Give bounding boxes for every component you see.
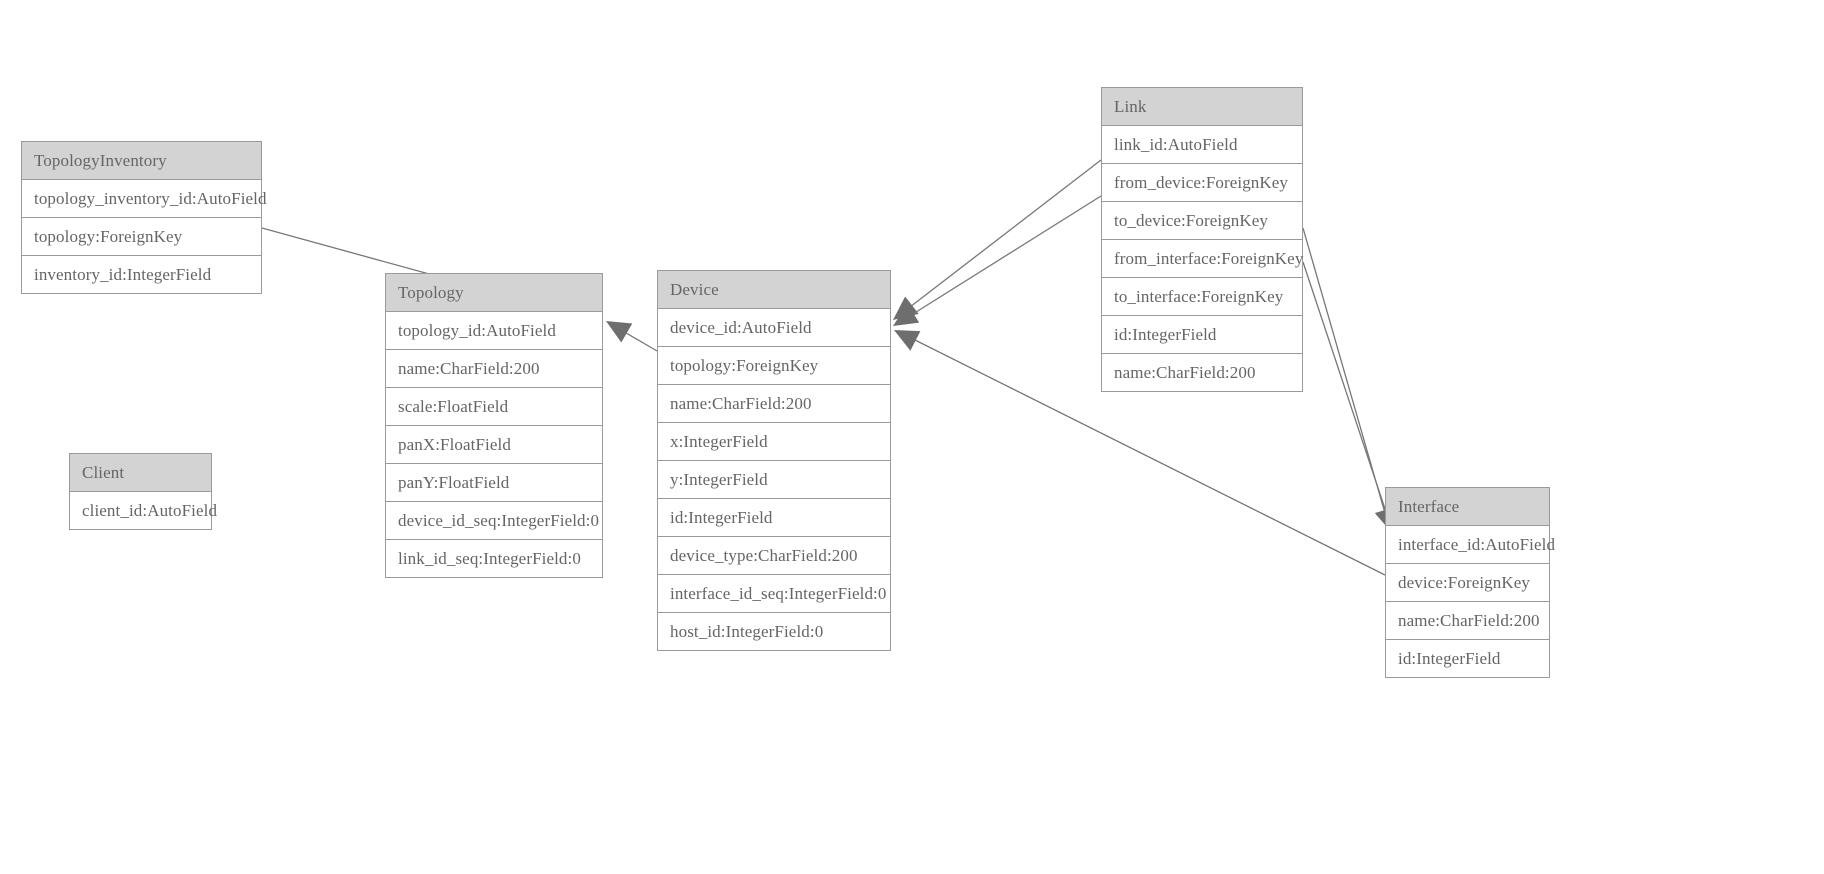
entity-field: device_id_seq:IntegerField:0 [386, 502, 602, 540]
relationship-line [1302, 227, 1390, 528]
entity-field: name:CharField:200 [1386, 602, 1549, 640]
entity-field: interface_id:AutoField [1386, 526, 1555, 564]
entity-field: client_id:AutoField [70, 492, 217, 529]
relationship-line [1302, 261, 1392, 528]
entity-field: topology_id:AutoField [386, 312, 602, 350]
entity-title-client: Client [70, 454, 211, 492]
entity-field: topology_inventory_id:AutoField [22, 180, 266, 218]
relationship-link-from_device [893, 159, 1102, 320]
entity-field: link_id_seq:IntegerField:0 [386, 540, 602, 577]
entity-field: topology:ForeignKey [22, 218, 261, 256]
entity-title-interface: Interface [1386, 488, 1549, 526]
entity-title-link: Link [1102, 88, 1302, 126]
entity-field: name:CharField:200 [1102, 354, 1302, 391]
entity-field: scale:FloatField [386, 388, 602, 426]
relationship-device-topology [606, 321, 658, 352]
relationship-line [896, 195, 1102, 325]
entity-field: from_interface:ForeignKey [1102, 240, 1303, 278]
entity-title-device: Device [658, 271, 890, 309]
entity-field: link_id:AutoField [1102, 126, 1302, 164]
entity-field: device_type:CharField:200 [658, 537, 890, 575]
entity-field: id:IntegerField [658, 499, 890, 537]
relationship-arrowhead [606, 321, 633, 343]
relationship-link-to_device [893, 195, 1102, 326]
entity-field: to_device:ForeignKey [1102, 202, 1302, 240]
entity-field: host_id:IntegerField:0 [658, 613, 890, 650]
entity-field: id:IntegerField [1386, 640, 1549, 677]
relationship-line [608, 322, 658, 352]
entity-field: device_id:AutoField [658, 309, 890, 347]
entity-field: from_device:ForeignKey [1102, 164, 1302, 202]
relationship-line [896, 159, 1102, 318]
entity-field: name:CharField:200 [658, 385, 890, 423]
entity-field: interface_id_seq:IntegerField:0 [658, 575, 890, 613]
entity-field: name:CharField:200 [386, 350, 602, 388]
entity-field: device:ForeignKey [1386, 564, 1549, 602]
entity-title-topology: Topology [386, 274, 602, 312]
relationship-arrowhead [893, 296, 919, 320]
relationship-arrowhead [893, 303, 920, 326]
entity-field: to_interface:ForeignKey [1102, 278, 1302, 316]
entity-field: inventory_id:IntegerField [22, 256, 261, 293]
relationship-arrowhead [894, 330, 921, 351]
entity-title-topology_inventory: TopologyInventory [22, 142, 261, 180]
entity-field: panX:FloatField [386, 426, 602, 464]
entity-field: y:IntegerField [658, 461, 890, 499]
entity-field: x:IntegerField [658, 423, 890, 461]
entity-field: panY:FloatField [386, 464, 602, 502]
entity-field: topology:ForeignKey [658, 347, 890, 385]
entity-field: id:IntegerField [1102, 316, 1302, 354]
